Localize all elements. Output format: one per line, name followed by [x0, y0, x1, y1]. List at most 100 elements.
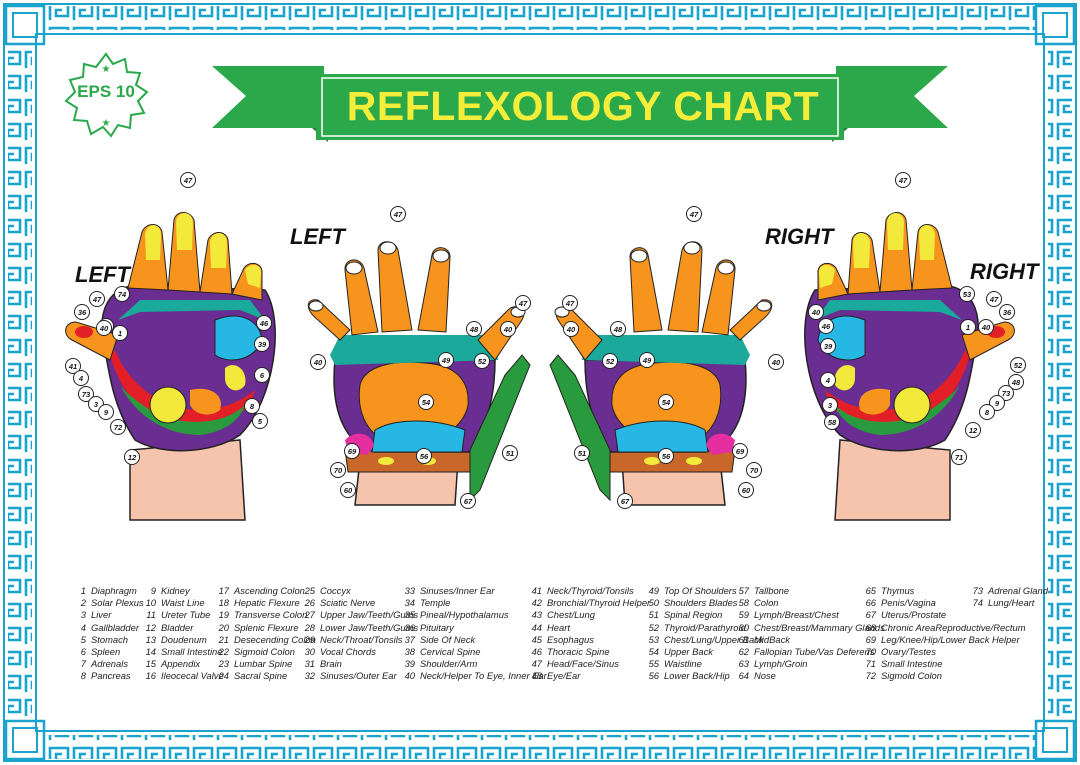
legend-item-label: Neck/Helper To Eye, Inner Ear: [420, 670, 547, 682]
legend-item-number: 30: [304, 645, 315, 657]
legend-item-number: 13: [145, 633, 156, 645]
left-palm-label: LEFT: [75, 262, 130, 287]
zone-marker-label: 47: [393, 210, 403, 219]
zone-marker-label: 1: [118, 329, 122, 338]
legend-item-number: 25: [304, 585, 315, 596]
zone-marker-label: 12: [128, 453, 137, 462]
zone-marker-label: 47: [92, 295, 102, 304]
zone-marker-label: 47: [898, 176, 908, 185]
legend-item: 73 Adrenal Gland: [971, 585, 1080, 597]
zone-marker-label: 60: [344, 486, 353, 495]
zone-marker: 48: [610, 321, 626, 337]
zone-marker-label: 52: [606, 357, 615, 366]
legend-item-number: 18: [218, 597, 229, 609]
zone-marker-circle: [110, 419, 126, 435]
legend-item-number: 46: [531, 645, 542, 657]
legend-item-number: 49: [648, 585, 659, 596]
zone-marker-circle: [500, 321, 516, 337]
zone-marker-label: 54: [422, 398, 431, 407]
zone-marker-label: 9: [104, 408, 109, 417]
zone-marker-circle: [466, 321, 482, 337]
zone-marker-circle: [820, 338, 836, 354]
legend-item-label: Adrenal Gland: [988, 585, 1048, 596]
zone-marker-circle: [979, 404, 995, 420]
zone-marker: 9: [989, 395, 1005, 411]
legend-item-number: 10: [145, 597, 156, 609]
legend-item-number: 5: [80, 633, 86, 645]
zone-marker: 46: [256, 315, 272, 331]
zone-marker: 71: [951, 449, 967, 465]
zone-marker-label: 73: [82, 390, 91, 399]
legend-item-number: 48: [531, 670, 542, 682]
zone-marker-circle: [960, 319, 976, 335]
legend-item-label: Uterus/Prostate: [881, 609, 947, 621]
legend-item-label: Head/Face/Sinus: [547, 658, 619, 670]
legend-item-number: 6: [80, 645, 86, 657]
zone-marker: 48: [466, 321, 482, 337]
legend-item-label: Chronic AreaReproductive/Rectum: [881, 621, 1026, 633]
zone-marker-label: 52: [1014, 361, 1023, 370]
zone-marker: 51: [502, 445, 518, 461]
legend-item-label: Coccyx: [320, 585, 351, 596]
svg-text:★: ★: [102, 64, 111, 75]
zone-marker-label: 39: [824, 342, 833, 351]
legend-item-number: 16: [145, 670, 156, 682]
legend-item-number: 74: [972, 597, 983, 609]
legend-item-number: 56: [648, 670, 659, 682]
legend-item-number: 20: [218, 621, 229, 633]
legend-item-label: Esophagus: [547, 633, 594, 645]
legend-item-label: Pituitary: [420, 621, 454, 633]
zone-marker: 36: [74, 304, 90, 320]
zone-marker-circle: [89, 291, 105, 307]
zone-marker-label: 41: [68, 362, 77, 371]
zone-marker-label: 47: [989, 295, 999, 304]
zone-marker: 40: [808, 304, 824, 320]
zone-marker-label: 69: [736, 447, 745, 456]
zone-marker-circle: [658, 448, 674, 464]
zone-marker-circle: [244, 398, 260, 414]
zone-marker: 40: [978, 319, 994, 335]
legend-item-number: 61: [738, 633, 749, 645]
legend-item-label: Cervical Spine: [420, 645, 481, 657]
zone-marker: 47: [986, 291, 1002, 307]
legend-item-number: 4: [80, 621, 86, 633]
legend-item-label: Lymph/Breast/Chest: [754, 609, 839, 621]
legend-item-number: 73: [972, 585, 983, 596]
zone-marker: 40: [500, 321, 516, 337]
zone-marker-label: 9: [995, 399, 1000, 408]
zone-marker-circle: [617, 493, 633, 509]
legend-item-number: 51: [648, 609, 659, 621]
legend-item-label: Adrenals: [91, 658, 129, 670]
legend-item-label: Temple: [420, 597, 451, 609]
zone-marker-circle: [1008, 374, 1024, 390]
legend-item-label: Tallbone: [754, 585, 790, 596]
zone-marker-circle: [998, 385, 1014, 401]
zone-marker-circle: [574, 445, 590, 461]
zone-marker: 6: [254, 367, 270, 383]
zone-marker-label: 40: [771, 358, 781, 367]
legend-item-label: Sigmoid Colon: [234, 645, 295, 657]
legend-item-label: Upper Jaw/Teeth/Gums: [320, 609, 419, 621]
